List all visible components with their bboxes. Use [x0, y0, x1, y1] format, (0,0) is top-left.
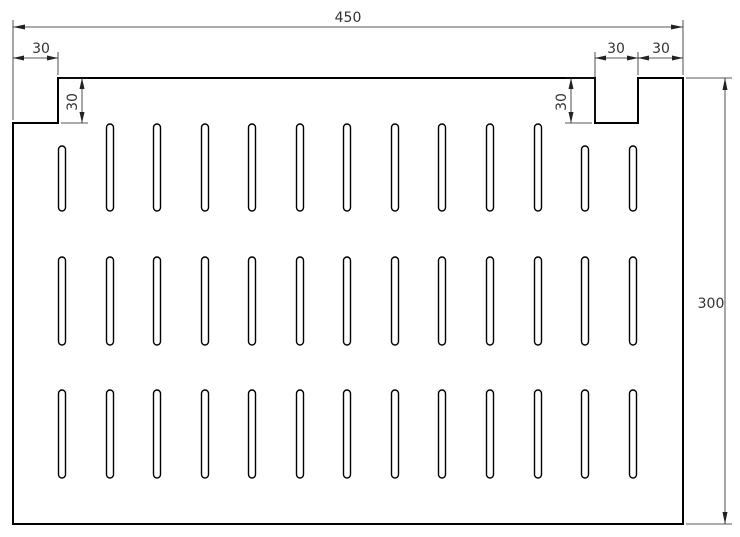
- slot: [200, 389, 210, 479]
- dimension-label-left-notch-depth: 30: [65, 93, 81, 111]
- slot: [628, 389, 638, 479]
- arrow-head: [568, 112, 574, 123]
- slot: [580, 389, 590, 479]
- slot: [105, 256, 115, 346]
- dimension-label-overall-height: 300: [698, 296, 725, 312]
- arrow-head: [79, 78, 85, 89]
- slot: [152, 123, 162, 212]
- slot: [342, 256, 352, 346]
- dimension-left-notch-width: 30: [13, 41, 59, 75]
- dimension-overall-width: 450: [12, 10, 684, 120]
- slot: [533, 123, 543, 212]
- slot: [390, 123, 400, 212]
- slot: [580, 256, 590, 346]
- plate-outline: [12, 77, 684, 525]
- arrow-head: [13, 55, 24, 61]
- slot: [485, 256, 495, 346]
- arrow-head: [595, 55, 606, 61]
- arrow-head: [638, 55, 649, 61]
- dimension-overall-height: 300: [686, 77, 732, 525]
- slot: [485, 123, 495, 212]
- slot: [390, 389, 400, 479]
- slot: [57, 389, 67, 479]
- slot: [247, 389, 257, 479]
- arrow-head: [568, 78, 574, 89]
- slot: [390, 256, 400, 346]
- dimension-label-left-notch-width: 30: [32, 41, 50, 57]
- dimension-label-overall-width: 450: [335, 10, 362, 26]
- slot: [295, 389, 305, 479]
- slot: [437, 123, 447, 212]
- arrow-head: [627, 55, 638, 61]
- slot: [247, 256, 257, 346]
- slot: [105, 123, 115, 212]
- slot: [152, 389, 162, 479]
- dimension-label-right-notch-depth: 30: [554, 93, 570, 111]
- arrow-head: [79, 112, 85, 123]
- slot-pattern: [57, 123, 638, 479]
- slot: [485, 389, 495, 479]
- arrow-head: [13, 24, 25, 30]
- dimension-label-right-tab-width: 30: [652, 41, 670, 57]
- slot: [580, 145, 590, 212]
- dimension-right-notch-depth: 30: [554, 77, 592, 124]
- dimension-label-right-notch-width: 30: [607, 41, 625, 57]
- slot: [57, 145, 67, 212]
- dimension-right-notch-width: 30: [594, 41, 639, 120]
- slot: [105, 389, 115, 479]
- slot: [152, 256, 162, 346]
- slot: [247, 123, 257, 212]
- arrow-head: [672, 55, 683, 61]
- slot: [533, 256, 543, 346]
- arrow-head: [671, 24, 683, 30]
- arrow-head: [47, 55, 58, 61]
- slot: [200, 256, 210, 346]
- slot: [342, 123, 352, 212]
- slot: [628, 256, 638, 346]
- slot: [533, 389, 543, 479]
- slot: [437, 389, 447, 479]
- arrow-head: [722, 512, 728, 524]
- slot: [628, 145, 638, 212]
- slot: [57, 256, 67, 346]
- dimension-left-notch-depth: 30: [61, 77, 88, 124]
- slot: [295, 256, 305, 346]
- arrow-head: [722, 78, 728, 90]
- dimension-right-tab-width: 30: [638, 41, 683, 61]
- slot: [295, 123, 305, 212]
- slot: [200, 123, 210, 212]
- slot: [437, 256, 447, 346]
- slot: [342, 389, 352, 479]
